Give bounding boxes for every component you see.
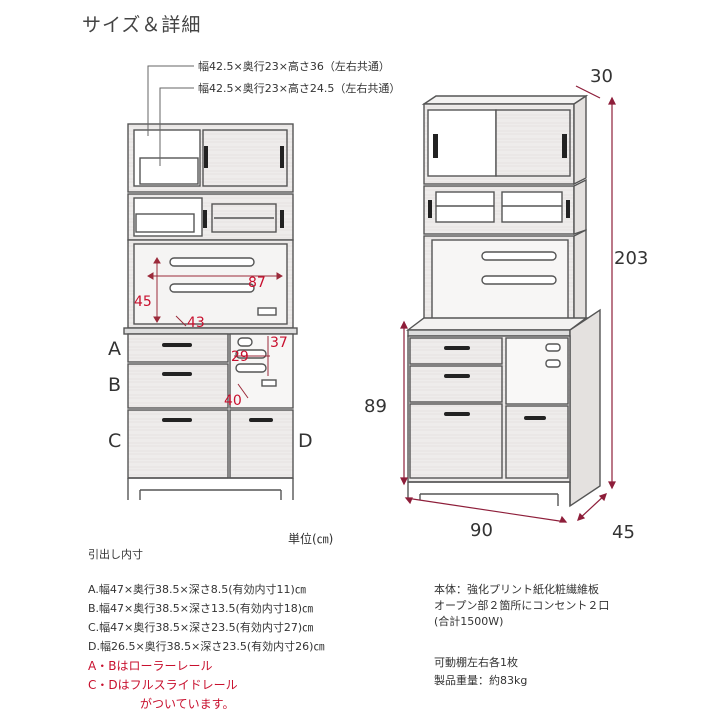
dim-total-height: 203 [614, 248, 649, 269]
side-view [405, 94, 601, 508]
side-dimension-lines [400, 85, 616, 523]
drawer-specs-list: A.幅47×奥行38.5×深さ8.5(有効内寸11)㎝ B.幅47×奥行38.5… [88, 580, 324, 656]
unit-label: 単位(㎝) [288, 532, 334, 546]
handle-icon [204, 146, 208, 168]
drawer-spec-item: B.幅47×奥行38.5×深さ13.5(有効内寸18)㎝ [88, 602, 314, 615]
drawer-a [127, 333, 229, 363]
label-drawer-c: C [108, 430, 122, 452]
drawer-specs-heading: 引出し内寸 [88, 548, 143, 561]
callout-top-cabinet: 幅42.5×奥行23×高さ36（左右共通） [198, 60, 390, 73]
handle-icon [280, 146, 284, 168]
dim-top-depth: 30 [590, 66, 613, 87]
dim-shelf-depth: 43 [187, 315, 205, 331]
label-drawer-a: A [108, 338, 121, 360]
drawer-b [127, 363, 229, 409]
page-title: サイズ＆詳細 [82, 14, 202, 36]
material-notes: 本体：強化プリント紙化粧繊維板 オープン部２箇所にコンセント２口 (合計1500… [434, 582, 609, 630]
dim-counter-height: 89 [364, 396, 387, 417]
dim-side-height: 37 [270, 335, 288, 351]
dim-open-width: 87 [248, 275, 266, 291]
rail-notes: A・Bはローラーレール C・Dはフルスライドレール がついています。 [88, 657, 238, 714]
rail-note: がついています。 [140, 697, 235, 711]
label-drawer-d: D [298, 430, 313, 452]
material-note: 本体：強化プリント紙化粧繊維板 [434, 583, 599, 596]
extra-note: 可動棚左右各1枚 [434, 656, 518, 669]
label-drawer-b: B [108, 374, 122, 396]
drawer-spec-item: D.幅26.5×奥行38.5×深さ23.5(有効内寸26)㎝ [88, 640, 325, 653]
dim-open-height: 45 [134, 294, 152, 310]
dim-side-depth: 40 [224, 393, 242, 409]
dim-width: 90 [470, 520, 493, 541]
drawer-spec-item: C.幅47×奥行38.5×深さ23.5(有効内寸27)㎝ [88, 621, 314, 634]
dim-side-width: 29 [231, 349, 249, 365]
extra-note: 製品重量：約83kg [434, 674, 528, 687]
material-note: オープン部２箇所にコンセント２口 [434, 599, 610, 612]
callout-mid-cabinet: 幅42.5×奥行23×高さ24.5（左右共通） [198, 82, 401, 95]
front-dimension-lines [147, 257, 283, 399]
extra-notes: 可動棚左右各1枚 製品重量：約83kg [434, 654, 527, 690]
dim-depth: 45 [612, 522, 635, 543]
callout-leaders [147, 65, 194, 166]
rail-note: A・Bはローラーレール [88, 659, 213, 673]
rail-note: C・Dはフルスライドレール [88, 678, 238, 692]
front-view [123, 123, 298, 500]
drawer-spec-item: A.幅47×奥行38.5×深さ8.5(有効内寸11)㎝ [88, 583, 306, 596]
material-note: (合計1500W) [434, 615, 504, 628]
